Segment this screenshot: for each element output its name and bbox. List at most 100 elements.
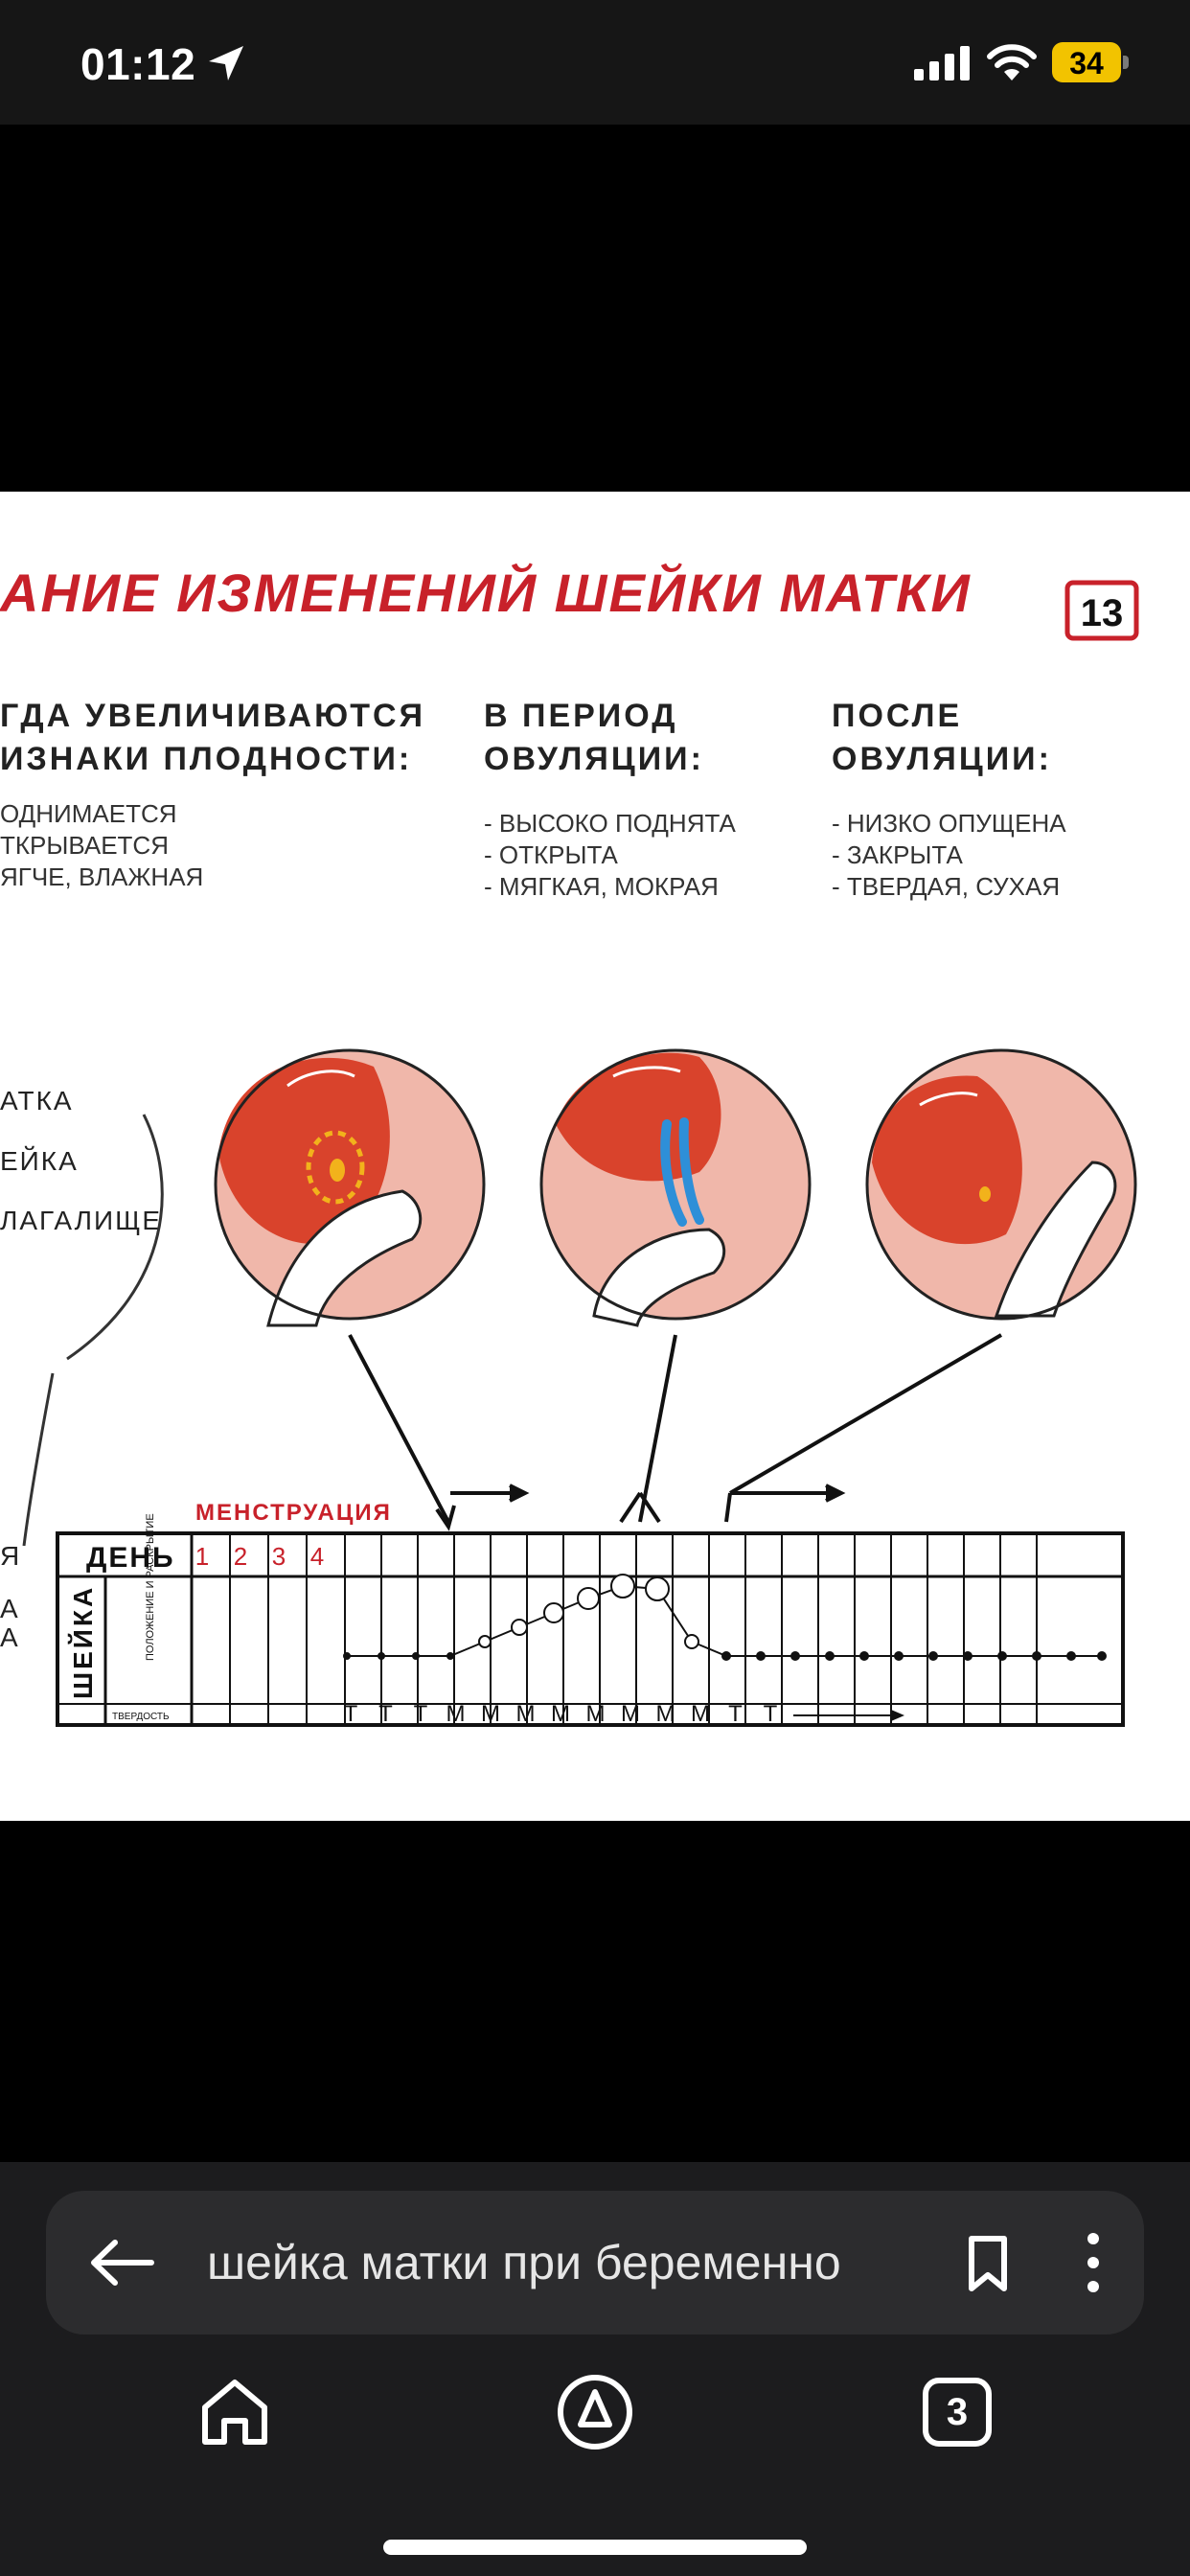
tabs-button[interactable]: 3 (914, 2369, 1000, 2455)
firmness-code: М (621, 1701, 640, 1727)
address-bar[interactable]: шейка матки при беременно (46, 2191, 1144, 2334)
position-point (343, 1652, 351, 1660)
firmness-code: М (551, 1701, 570, 1727)
pointer-arrows (348, 1333, 1003, 1531)
firmness-code: М (656, 1701, 675, 1727)
position-point (825, 1651, 835, 1661)
tabs-icon (923, 2378, 992, 2447)
chart-day-columns (229, 1533, 1038, 1725)
col3-item: - НИЗКО ОПУЩЕНА (832, 809, 1066, 838)
firmness-label: ТВЕРДОСТЬ (112, 1712, 170, 1722)
col3-item: - ЗАКРЫТА (832, 840, 963, 869)
tabs-count: 3 (946, 2391, 969, 2433)
col3-heading-line1: ПОСЛЕ (832, 698, 962, 734)
cervix-row-label: ШЕЙКА (67, 1585, 98, 1699)
anatomy-label-uterus: АТКА (0, 1086, 74, 1116)
menstruation-label: МЕНСТРУАЦИЯ (195, 1500, 392, 1526)
position-point (1097, 1651, 1107, 1661)
position-point (894, 1651, 904, 1661)
position-point (997, 1651, 1007, 1661)
position-point (543, 1602, 564, 1623)
page-number-box (1064, 580, 1139, 641)
browser-bottom-bar: шейка матки при беременно 3 (0, 2162, 1190, 2576)
firmness-code: М (446, 1701, 466, 1727)
cervix-chart-illustration: АНИЕ ИЗМЕНЕНИЙ ШЕЙКИ МАТКИ 13 ГДА УВЕЛИЧ… (0, 492, 1190, 1821)
col2-item: - ВЫСОКО ПОДНЯТА (484, 809, 736, 838)
image-title: АНИЕ ИЗМЕНЕНИЙ ШЕЙКИ МАТКИ (0, 563, 972, 623)
battery-level: 34 (1069, 46, 1104, 80)
anatomy-label-vagina: ЛАГАЛИЩЕ (0, 1206, 162, 1235)
position-point (577, 1587, 600, 1610)
wifi-icon (987, 44, 1037, 80)
col2-heading-line2: ОВУЛЯЦИИ: (484, 741, 704, 777)
col1-item: ОДНИМАЕТСЯ (0, 799, 177, 828)
cervix-illustration-rising (214, 1048, 486, 1327)
side-fragment: А (0, 1622, 18, 1652)
position-point (378, 1652, 385, 1660)
status-bar: 01:12 34 (0, 0, 1190, 125)
col2-item: - МЯГКАЯ, МОКРАЯ (484, 872, 719, 901)
col3-heading-line2: ОВУЛЯЦИИ: (832, 741, 1052, 777)
position-point (790, 1651, 800, 1661)
firmness-code: Т (764, 1701, 778, 1727)
position-point (610, 1574, 635, 1598)
home-indicator[interactable] (383, 2540, 807, 2555)
position-point (963, 1651, 973, 1661)
col1-item: ЯГЧЕ, ВЛАЖНАЯ (0, 862, 203, 891)
position-point (645, 1576, 670, 1601)
back-arrow-icon[interactable] (84, 2229, 161, 2296)
firmness-code: М (481, 1701, 500, 1727)
col2-item: - ОТКРЫТА (484, 840, 619, 869)
col3-item: - ТВЕРДАЯ, СУХАЯ (832, 872, 1060, 901)
col1-heading-line1: ГДА УВЕЛИЧИВАЮТСЯ (0, 698, 425, 734)
status-time: 01:12 (80, 39, 196, 89)
firmness-code: М (691, 1701, 710, 1727)
address-text[interactable]: шейка матки при беременно (207, 2236, 841, 2289)
position-point (756, 1651, 766, 1661)
position-point (412, 1652, 420, 1660)
col1-item: ТКРЫВАЕТСЯ (0, 831, 169, 860)
position-point (1066, 1651, 1076, 1661)
body-outline (22, 1114, 164, 1547)
firmness-code: Т (414, 1701, 428, 1727)
battery-icon: 34 (1052, 42, 1129, 82)
position-curve (343, 1574, 1107, 1661)
position-point (721, 1651, 731, 1661)
day-number: 3 (272, 1542, 286, 1571)
firmness-code: Т (378, 1701, 393, 1727)
search-result-image[interactable]: АНИЕ ИЗМЕНЕНИЙ ШЕЙКИ МАТКИ 13 ГДА УВЕЛИЧ… (0, 492, 1190, 1821)
day-label: ДЕНЬ (86, 1542, 175, 1574)
position-point (446, 1652, 454, 1660)
day-number: 1 (195, 1542, 209, 1571)
position-point (684, 1634, 699, 1649)
position-point (928, 1651, 938, 1661)
day-number: 2 (234, 1542, 247, 1571)
firmness-continue-arrowhead (891, 1710, 904, 1721)
page-number: 13 (1081, 592, 1124, 634)
position-point (1032, 1651, 1041, 1661)
position-label: ПОЛОЖЕНИЕ И РАСКРЫТИЕ (145, 1513, 156, 1661)
cervix-illustration-low (865, 1048, 1137, 1321)
alice-assistant-icon[interactable] (552, 2369, 638, 2455)
location-arrow-icon (209, 46, 243, 80)
side-fragment: Я (0, 1541, 19, 1571)
bookmark-icon[interactable] (954, 2229, 1021, 2296)
cervix-illustration-ovulation (539, 1048, 812, 1327)
cellular-signal-icon (914, 46, 970, 80)
home-icon[interactable] (192, 2369, 278, 2455)
col2-heading-line1: В ПЕРИОД (484, 698, 677, 734)
anatomy-label-cervix: ЕЙКА (0, 1146, 79, 1176)
day-number: 4 (310, 1542, 324, 1571)
position-point (478, 1635, 492, 1648)
firmness-code: Т (728, 1701, 743, 1727)
col1-heading-line2: ИЗНАКИ ПЛОДНОСТИ: (0, 741, 412, 777)
side-fragment: А (0, 1594, 18, 1623)
firmness-code: Т (344, 1701, 358, 1727)
firmness-code: М (586, 1701, 606, 1727)
more-vertical-icon[interactable] (1069, 2229, 1117, 2296)
firmness-code: М (516, 1701, 536, 1727)
cervix-chart: МЕНСТРУАЦИЯ ДЕНЬ 1 2 3 4 ШЕЙКА ПОЛОЖЕНИЕ… (56, 1500, 1125, 1727)
position-point (511, 1619, 528, 1636)
position-point (859, 1651, 869, 1661)
